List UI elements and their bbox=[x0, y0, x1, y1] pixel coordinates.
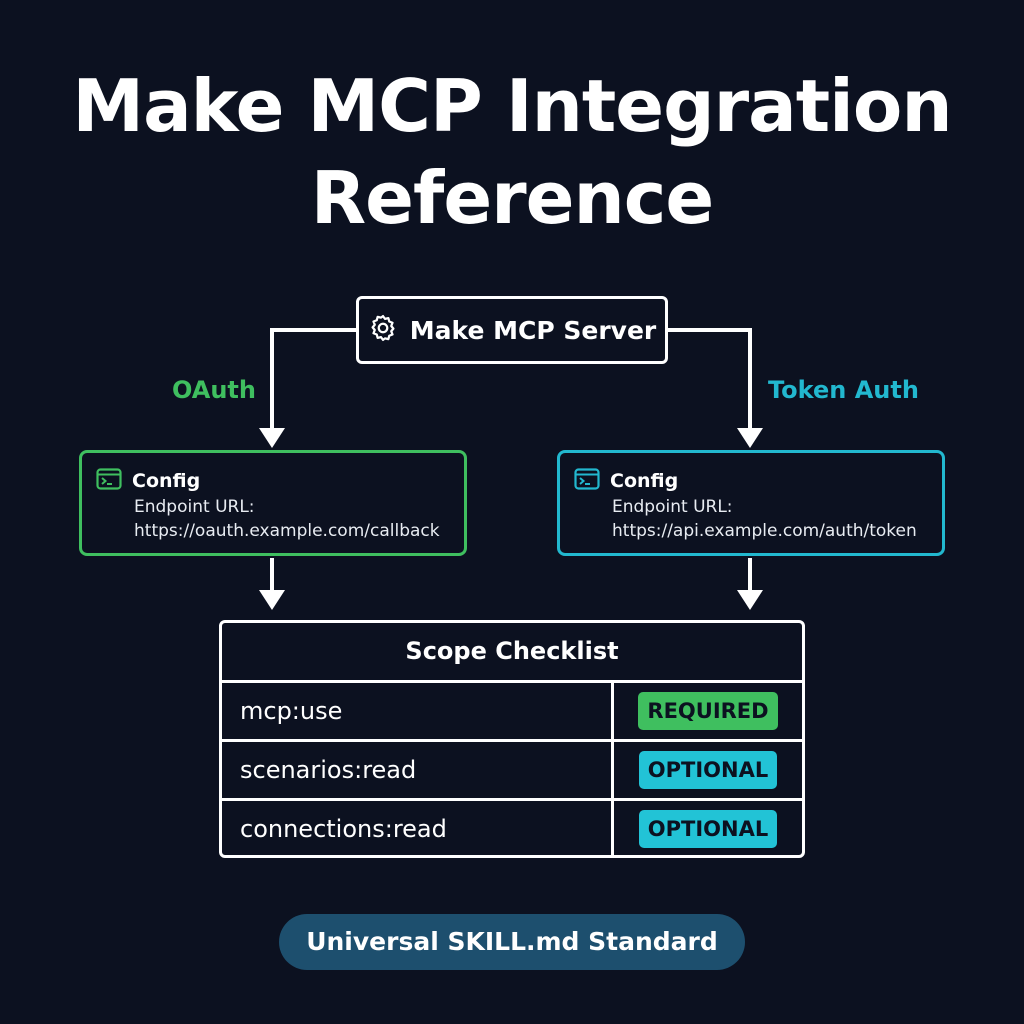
table-row: connections:read OPTIONAL bbox=[222, 801, 802, 857]
arrowhead-oauth bbox=[259, 428, 285, 448]
terminal-icon bbox=[96, 467, 122, 495]
page-title: Make MCP Integration Reference bbox=[0, 60, 1024, 244]
scope-name: connections:read bbox=[222, 801, 614, 857]
title-line-2: Reference bbox=[310, 156, 715, 240]
arrowhead-oauth-checklist bbox=[259, 590, 285, 610]
config-title: Config bbox=[132, 470, 201, 492]
checklist-title: Scope Checklist bbox=[222, 623, 802, 683]
scope-name: scenarios:read bbox=[222, 742, 614, 798]
endpoint-label: Endpoint URL: bbox=[612, 497, 733, 517]
connector-token bbox=[668, 328, 752, 430]
title-line-1: Make MCP Integration bbox=[72, 64, 952, 148]
server-label: Make MCP Server bbox=[409, 315, 657, 345]
oauth-config-card: Config Endpoint URL: https://oauth.examp… bbox=[79, 450, 467, 556]
config-title: Config bbox=[610, 470, 679, 492]
mcp-server-node: Make MCP Server bbox=[356, 296, 668, 364]
arrowhead-token-checklist bbox=[737, 590, 763, 610]
footer-badge: Universal SKILL.md Standard bbox=[279, 914, 745, 970]
arrowhead-token bbox=[737, 428, 763, 448]
optional-badge: OPTIONAL bbox=[638, 810, 778, 848]
terminal-icon bbox=[574, 467, 600, 495]
branch-label-oauth: OAuth bbox=[172, 376, 256, 404]
branch-label-token-auth: Token Auth bbox=[768, 376, 919, 404]
endpoint-label: Endpoint URL: bbox=[134, 497, 255, 517]
table-row: mcp:use REQUIRED bbox=[222, 683, 802, 742]
endpoint-url: https://oauth.example.com/callback bbox=[134, 521, 440, 541]
token-config-card: Config Endpoint URL: https://api.example… bbox=[557, 450, 945, 556]
optional-badge: OPTIONAL bbox=[638, 751, 778, 789]
scope-name: mcp:use bbox=[222, 683, 614, 739]
required-badge: REQUIRED bbox=[638, 692, 778, 730]
table-row: scenarios:read OPTIONAL bbox=[222, 742, 802, 801]
gear-icon bbox=[368, 313, 398, 348]
endpoint-url: https://api.example.com/auth/token bbox=[612, 521, 917, 541]
scope-checklist-table: Scope Checklist mcp:use REQUIRED scenari… bbox=[219, 620, 805, 858]
connector-oauth bbox=[270, 328, 356, 430]
